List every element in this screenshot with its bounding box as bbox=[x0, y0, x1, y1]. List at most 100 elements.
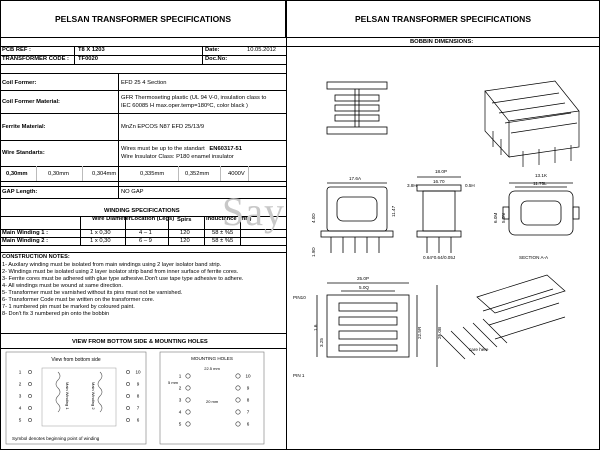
wire-line2: Wire Insulator Class: P180 enamel insula… bbox=[121, 154, 234, 160]
pin-hole bbox=[28, 382, 32, 386]
transformer-code-label: TRANSFORMER CODE : bbox=[2, 56, 69, 62]
winding-row-2-spirs: 120 bbox=[180, 238, 190, 244]
dimension-d3: 1.9D bbox=[311, 247, 316, 257]
wire-size-2: 0,30mm bbox=[48, 171, 69, 177]
note-item: 1- Auxilary winding must be isolated fro… bbox=[2, 262, 222, 268]
dimension-d6: 16.70 bbox=[433, 179, 445, 184]
pin-hole bbox=[235, 385, 241, 391]
pin-number: 8 bbox=[137, 394, 140, 399]
winding-2-label: Main Winding 2 bbox=[91, 382, 96, 410]
note-item: 7- 1 numbered pin must be marked by colo… bbox=[2, 304, 135, 310]
pin-number: 3 bbox=[19, 394, 22, 399]
wire-size-4: 0,335mm bbox=[140, 171, 165, 177]
notes-title: CONSTRUCTION NOTES: bbox=[2, 254, 70, 260]
pin-hole bbox=[126, 370, 130, 374]
note-item: 4- All windings must be wound at same di… bbox=[2, 283, 123, 289]
mounting-holes-caption: MOUNTING HOLES bbox=[191, 356, 233, 361]
winding-row-1-name: Main Winding 1 : bbox=[2, 230, 48, 236]
dimension-d19: 3.25 bbox=[319, 338, 324, 347]
dimension-d15: 5.0Q bbox=[359, 285, 369, 290]
pin-hole bbox=[185, 421, 191, 427]
bottom-view-frame bbox=[5, 351, 147, 445]
bobbin-section-view bbox=[416, 176, 462, 253]
pin1-label: PIN 1 bbox=[293, 373, 305, 378]
bobbin-drawings: 17.6A 4.0D 1.9D 11.47 18.0P 16.70 3.8H 0… bbox=[293, 80, 580, 378]
dimension-d16: 22.5R bbox=[417, 326, 422, 339]
pcb-ref-label: PCB REF : bbox=[2, 47, 31, 53]
rule bbox=[286, 46, 600, 47]
coil-former-label: Coil Former: bbox=[2, 80, 37, 86]
ferrite-value: MnZn EPCOS N87 EFD 25/13/9 bbox=[121, 124, 205, 130]
date-label: Date: bbox=[205, 47, 220, 53]
coil-material-line2: IEC 60085 H max.oper.temp=180ºC, color b… bbox=[121, 103, 248, 109]
pin-number: 1 bbox=[179, 374, 182, 379]
rule bbox=[0, 348, 286, 349]
pin-number: 10 bbox=[135, 370, 141, 375]
rule bbox=[168, 216, 169, 245]
pin-hole bbox=[185, 397, 191, 403]
pin-number: 3 bbox=[179, 398, 182, 403]
pin-hole bbox=[28, 418, 32, 422]
pin-hole bbox=[185, 385, 191, 391]
note-item: 5- Transformer must be varnished without… bbox=[2, 290, 183, 296]
winding-title: WINDING SPECIFICATIONS bbox=[104, 208, 180, 214]
pin-number: 9 bbox=[137, 382, 140, 387]
title-right: PELSAN TRANSFORMER SPECIFICATIONS bbox=[286, 0, 600, 38]
pin-number: 7 bbox=[247, 410, 250, 415]
wire-standard: EN60317-51 bbox=[209, 146, 242, 152]
bottom-view-title: VIEW FROM BOTTOM SIDE & MOUNTING HOLES bbox=[72, 339, 208, 345]
pin-number: 9 bbox=[247, 386, 250, 391]
frame-divider bbox=[286, 38, 287, 450]
rule bbox=[0, 198, 286, 199]
docno-label: Doc.No: bbox=[205, 56, 228, 62]
pin-hole bbox=[28, 370, 32, 374]
pin-number: 2 bbox=[19, 382, 22, 387]
mounting-dim-pitch: 5 mm bbox=[168, 380, 179, 385]
pin-number: 8 bbox=[247, 398, 250, 403]
wire-size-1: 0,30mm bbox=[6, 171, 28, 177]
rule bbox=[36, 166, 37, 181]
pin-number: 2 bbox=[179, 386, 182, 391]
dimension-d7: 3.8H bbox=[407, 183, 417, 188]
ferrite-label: Ferrite Material: bbox=[2, 124, 46, 130]
gap-value: NO GAP bbox=[121, 189, 144, 195]
pin-hole bbox=[126, 406, 130, 410]
dimension-d2: 4.0D bbox=[311, 213, 316, 223]
pin-number: 5 bbox=[19, 418, 22, 423]
note-item: 8- Don't fix 3 numbered pin onto the bob… bbox=[2, 311, 110, 317]
mounting-holes-frame bbox=[159, 351, 265, 445]
rule bbox=[0, 90, 286, 91]
winding-row-1-wire: 1 x 0,30 bbox=[90, 230, 111, 236]
rule bbox=[0, 229, 286, 230]
winding-1-label: Main Winding 1 bbox=[65, 382, 70, 410]
dimension-d14: 25.0P bbox=[357, 276, 369, 281]
gap-label: GAP Length: bbox=[2, 189, 38, 195]
bobbin-outline bbox=[41, 367, 117, 427]
rule bbox=[125, 216, 126, 245]
location-header: Location (Legs) bbox=[131, 216, 175, 222]
winding-row-1-spirs: 120 bbox=[180, 230, 190, 236]
mounting-dim-side: 20 mm bbox=[206, 399, 219, 404]
section-label: SECTION A-A bbox=[519, 255, 549, 260]
section-aa-view bbox=[502, 182, 580, 236]
pin-hole bbox=[235, 409, 241, 415]
inductance-header: Inductance (mH) bbox=[206, 216, 252, 222]
rule bbox=[220, 166, 221, 181]
pin-hole bbox=[28, 394, 32, 398]
winding-row-1-inductance: 58 ± %5 bbox=[212, 230, 234, 236]
rule bbox=[0, 237, 286, 238]
pin-hole bbox=[235, 373, 241, 379]
winding-1-coil bbox=[55, 371, 61, 413]
rule bbox=[0, 252, 286, 253]
pin-number: 6 bbox=[247, 422, 250, 427]
rule bbox=[0, 181, 286, 182]
dimension-d8: 0.5H bbox=[465, 183, 475, 188]
rule bbox=[0, 113, 286, 114]
dimension-d5: 18.0P bbox=[435, 169, 447, 174]
rule bbox=[82, 166, 83, 181]
winding-row-2-wire: 1 x 0,30 bbox=[90, 238, 111, 244]
